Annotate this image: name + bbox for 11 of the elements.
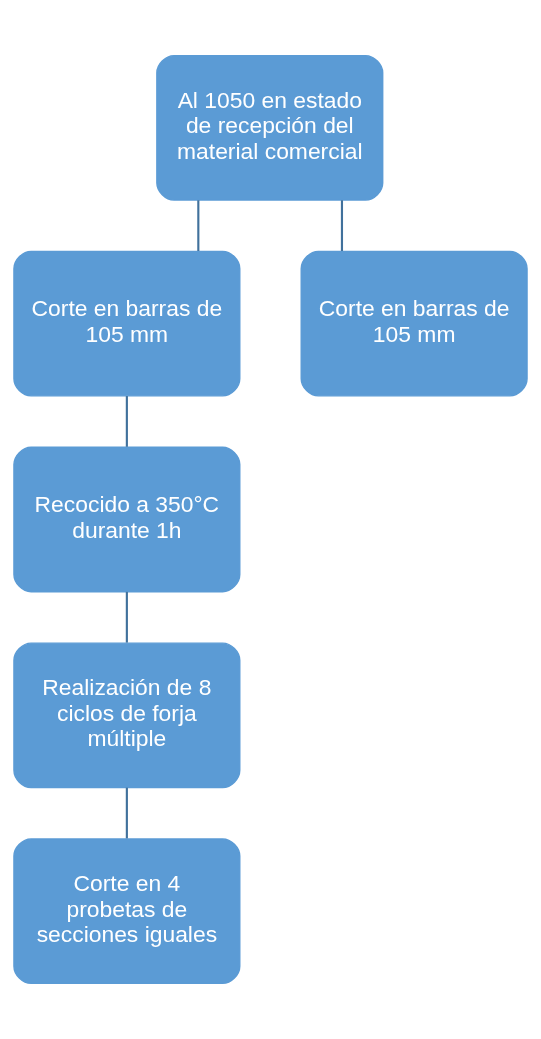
node-box: Al 1050 en estado de recepción del material comercial <box>156 55 384 201</box>
connector <box>340 200 344 251</box>
connector <box>125 591 128 643</box>
node-box: Corte en 4 probetas de secciones iguales <box>13 838 241 984</box>
node-box: Corte en barras de 105 mm <box>300 250 528 397</box>
connector <box>125 396 128 447</box>
node-box: Realización de 8 ciclos de forja múltiple <box>13 642 241 789</box>
node-box: Corte en barras de 105 mm <box>13 250 241 397</box>
node-box: Recocido a 350°C durante 1h <box>13 446 241 593</box>
connector <box>197 200 200 251</box>
connector <box>125 787 128 839</box>
